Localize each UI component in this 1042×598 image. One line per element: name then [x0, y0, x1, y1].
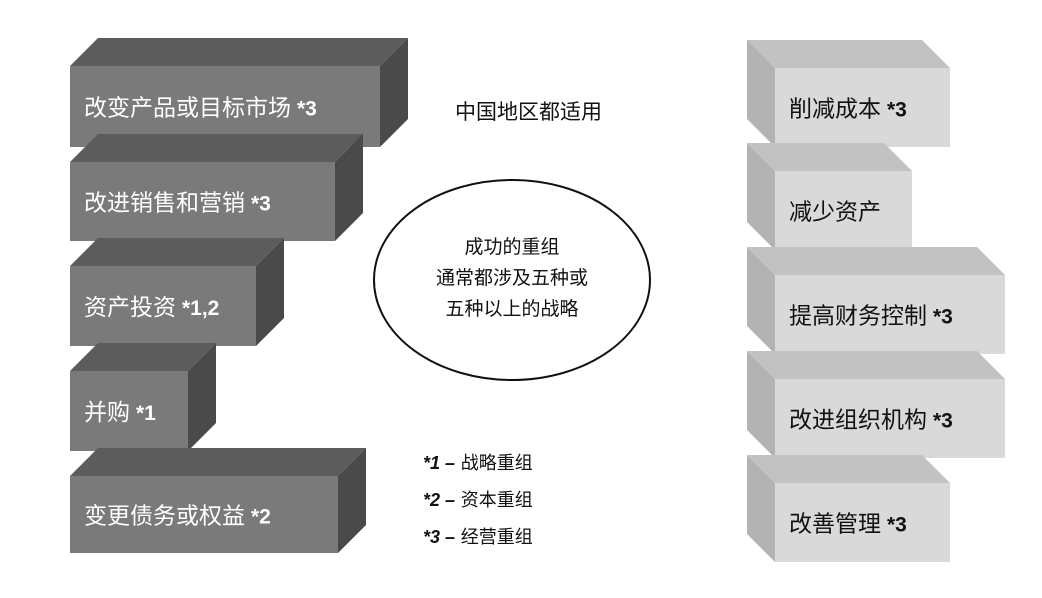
box-top-face	[70, 343, 216, 371]
box-top-face	[747, 351, 1005, 379]
box-label: 提高财务控制 *3	[789, 304, 953, 330]
right-box-1: 削减成本 *3	[747, 40, 950, 147]
legend-label: 经营重组	[460, 527, 533, 548]
box-front-face	[775, 483, 950, 562]
box-label: 减少资产	[789, 200, 881, 226]
box-top-face	[747, 143, 912, 171]
right-box-4: 改进组织机构 *3	[747, 351, 1005, 458]
box-side-face	[338, 448, 366, 553]
box-label: 削减成本 *3	[789, 97, 907, 123]
box-side-face	[380, 38, 408, 147]
legend-key: *3 –	[423, 527, 456, 547]
right-box-3: 提高财务控制 *3	[747, 247, 1005, 354]
box-front-face	[775, 379, 1005, 458]
box-label: 变更债务或权益 *2	[84, 504, 271, 530]
legend-label: 资本重组	[460, 490, 533, 511]
box-side-face	[188, 343, 216, 451]
left-box-3: 资产投资 *1,2	[70, 238, 284, 346]
box-restructure-mark: *3	[933, 410, 953, 433]
box-top-face	[70, 38, 408, 66]
box-top-face	[747, 40, 950, 68]
summary-line: 通常都涉及五种或	[435, 267, 588, 289]
box-restructure-mark: *3	[887, 514, 907, 537]
legend-key: *2 –	[423, 490, 456, 510]
summary-text: 成功的重组 通常都涉及五种或 五种以上的战略	[392, 232, 632, 325]
box-front-face	[775, 171, 912, 250]
box-label-text: 改善管理	[789, 512, 881, 538]
box-label-text: 改进销售和营销	[84, 191, 245, 217]
summary-line: 成功的重组	[464, 236, 560, 258]
left-box-1: 改变产品或目标市场 *3	[70, 38, 408, 147]
box-label-text: 并购	[84, 400, 130, 426]
box-restructure-mark: *1	[136, 402, 156, 425]
box-front-face	[70, 476, 338, 553]
box-front-face	[70, 266, 256, 346]
box-label-text: 资产投资	[84, 295, 176, 321]
box-restructure-mark: *3	[297, 98, 317, 121]
left-box-4: 并购 *1	[70, 343, 216, 451]
box-side-face	[256, 238, 284, 346]
left-box-2: 改进销售和营销 *3	[70, 134, 363, 241]
box-top-face	[70, 238, 284, 266]
box-restructure-mark: *3	[933, 306, 953, 329]
box-front-face	[70, 66, 380, 147]
box-front-face	[775, 68, 950, 147]
box-restructure-mark: *1,2	[182, 297, 219, 320]
box-label: 并购 *1	[84, 400, 156, 426]
box-label: 资产投资 *1,2	[84, 295, 219, 321]
box-side-face	[747, 351, 775, 458]
legend-item: *3 – 经营重组	[423, 519, 533, 556]
box-side-face	[335, 134, 363, 241]
left-strategy-stack: 改变产品或目标市场 *3 改进销售和营销 *3 资产投资 *1,2 并购 *1 变更债务或权益 *…	[70, 38, 408, 553]
box-top-face	[70, 134, 363, 162]
right-box-5: 改善管理 *3	[747, 455, 950, 562]
box-restructure-mark: *3	[887, 99, 907, 122]
summary-line: 五种以上的战略	[445, 298, 579, 320]
box-label-text: 提高财务控制	[789, 304, 927, 330]
legend-key: *1 –	[423, 453, 456, 473]
box-side-face	[747, 40, 775, 147]
box-label-text: 变更债务或权益	[84, 504, 245, 530]
box-label-text: 削减成本	[789, 97, 881, 123]
summary-ellipse	[373, 179, 651, 381]
legend-label: 战略重组	[460, 453, 533, 474]
box-top-face	[70, 448, 366, 476]
box-front-face	[775, 275, 1005, 354]
box-restructure-mark: *2	[251, 506, 271, 529]
box-front-face	[70, 371, 188, 451]
legend-item: *1 – 战略重组	[423, 445, 533, 482]
box-side-face	[747, 247, 775, 354]
box-side-face	[747, 455, 775, 562]
box-label-text: 减少资产	[789, 200, 881, 226]
box-restructure-mark: *3	[251, 193, 271, 216]
left-box-5: 变更债务或权益 *2	[70, 448, 366, 553]
legend: *1 – 战略重组 *2 – 资本重组 *3 – 经营重组	[423, 445, 533, 556]
box-top-face	[747, 455, 950, 483]
region-note: 中国地区都适用	[455, 100, 602, 124]
box-label: 改进销售和营销 *3	[84, 191, 271, 217]
box-front-face	[70, 162, 335, 241]
legend-item: *2 – 资本重组	[423, 482, 533, 519]
box-label: 改进组织机构 *3	[789, 408, 953, 434]
box-label-text: 改变产品或目标市场	[84, 96, 291, 122]
box-label: 改善管理 *3	[789, 512, 907, 538]
box-side-face	[747, 143, 775, 250]
box-top-face	[747, 247, 1005, 275]
box-label: 改变产品或目标市场 *3	[84, 96, 317, 122]
right-box-2: 减少资产	[747, 143, 912, 250]
box-label-text: 改进组织机构	[789, 408, 927, 434]
